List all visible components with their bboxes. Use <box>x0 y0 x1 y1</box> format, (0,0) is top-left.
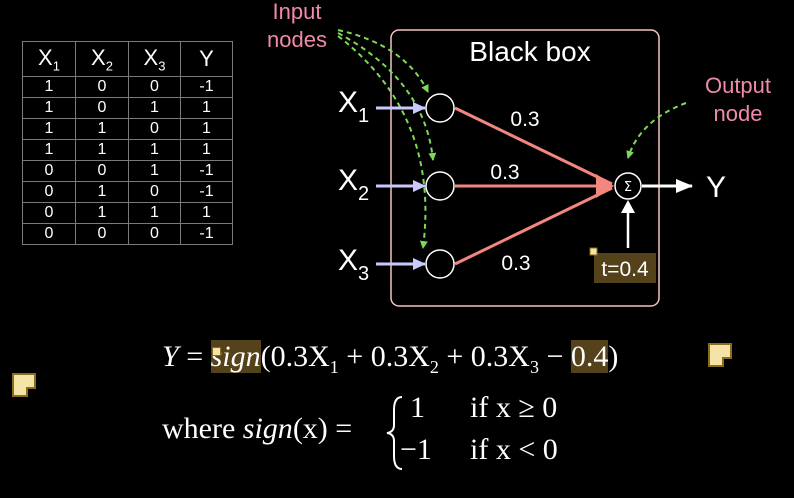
input-nodes-label-line1: Input <box>273 0 322 24</box>
output-node-label-line1: Output <box>705 73 771 98</box>
table-header-row: X1 X2 X3 Y <box>22 41 233 77</box>
table-cell: 0 <box>128 223 181 245</box>
weight-label-2: 0.3 <box>490 161 519 184</box>
edge-arrowhead <box>596 174 614 198</box>
threshold-label: t=0.4 <box>601 258 649 281</box>
output-node <box>614 172 642 200</box>
header-y: Y <box>180 41 233 77</box>
input-label-x3: X3 <box>338 244 369 285</box>
weighted-edge-3 <box>454 186 613 266</box>
weighted-edge-1 <box>454 106 613 186</box>
threshold-arrowhead <box>621 200 635 213</box>
threshold-highlight <box>594 253 656 283</box>
equation-line-1: Y = sign(0.3X1 + 0.3X2 + 0.3X3 − 0.4) <box>162 340 619 377</box>
annotation-arrow-input1 <box>337 29 429 93</box>
header-x2: X2 <box>75 41 129 77</box>
table-cell: -1 <box>180 223 233 245</box>
weight-label-3: 0.3 <box>501 252 530 275</box>
input-node-3 <box>425 249 455 279</box>
constant-highlight: 0.4 <box>570 340 609 373</box>
input-label-x1: X1 <box>338 86 369 127</box>
comment-note-icon[interactable] <box>12 373 36 397</box>
threshold-note-marker <box>589 247 598 256</box>
table-cell: 0 <box>75 223 129 245</box>
equation-line-2: where sign(x) = <box>162 412 353 445</box>
input-node-1 <box>425 93 455 123</box>
comment-note-icon[interactable] <box>708 343 732 367</box>
sign-function-highlight: sign <box>210 340 261 373</box>
black-box-title: Black box <box>469 36 590 67</box>
header-x3: X3 <box>128 41 181 77</box>
black-box-frame <box>390 29 660 307</box>
weight-label-1: 0.3 <box>510 108 539 131</box>
output-node-label-line2: node <box>714 101 763 126</box>
piecewise-brace <box>386 396 403 470</box>
input-node-2 <box>425 171 455 201</box>
sigma-symbol: Σ <box>624 180 632 195</box>
annotation-arrow-input2 <box>337 32 437 161</box>
input-nodes-label-line2: nodes <box>267 27 327 52</box>
annotation-arrow-input3 <box>337 35 428 249</box>
table-cell: -1 <box>180 160 233 182</box>
input-label-x2: X2 <box>338 164 369 205</box>
header-x1: X1 <box>22 41 76 77</box>
annotation-arrow-output <box>626 102 687 159</box>
sign-note-marker <box>212 347 221 356</box>
output-label-y: Y <box>706 171 726 204</box>
